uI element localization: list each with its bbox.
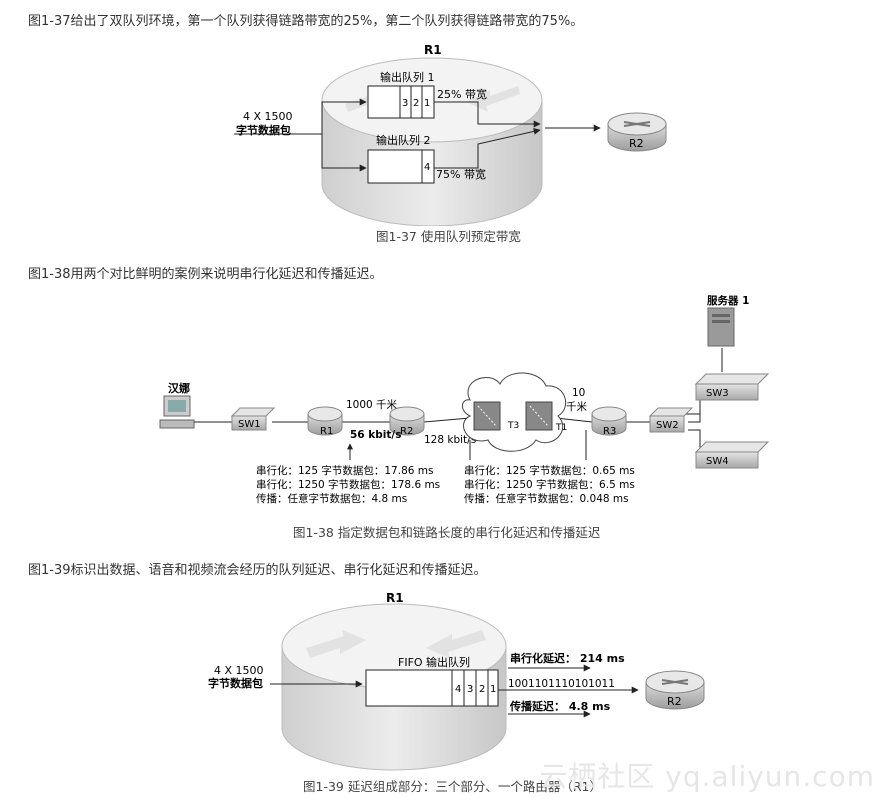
router-r2-label: R2 [629,137,644,150]
figure-1-37-caption: 图1-37 使用队列预定带宽 [376,229,521,244]
queue1-cell: 2 [413,98,419,109]
serialization-delay-label: 串行化延迟： 214 ms [510,651,625,665]
fifo-queue-cell: 1 [490,684,496,695]
router-r1-label: R1 [386,591,404,605]
stats-right-line: 串行化：1250 字节数据包：6.5 ms [464,478,635,491]
router-r2-label: R2 [667,695,682,708]
router-r1-icon [307,406,343,436]
router-r1-label: R1 [320,426,333,437]
queue1-label: 输出队列 1 [380,70,435,84]
distance-label-1000km: 1000 千米 [346,398,398,411]
figure-1-37: R1 4 X 1500 字节数据包 输出队列 1 3 2 1 25% 带宽 输出… [234,43,667,226]
figure-1-38-caption: 图1-38 指定数据包和链路长度的串行化延迟和传播延迟 [293,525,601,540]
intro-paragraph-fig39: 图1-39标识出数据、语音和视频流会经历的队列延迟、串行化延迟和传播延迟。 [28,563,487,578]
router-r3-label: R3 [603,426,616,437]
stats-right-line: 传播：任意字节数据包：0.048 ms [464,492,629,505]
switch-sw2-icon [648,407,694,433]
device-t1-label: T1 [555,423,567,433]
queue1-bandwidth: 25% 带宽 [437,87,487,101]
figure-1-38: 服务器 1 汉娜 SW1 R1 R2 1000 千米 56 kbit/s 128… [159,294,770,505]
switch-sw3-label: SW3 [706,388,729,399]
computer-icon [159,395,195,429]
distance-label-10-line1: 10 [572,387,585,399]
input-label-line1: 4 X 1500 [214,664,264,677]
queue2-box [367,149,435,184]
device-t1-icon [525,401,553,431]
router-r2-icon [389,406,425,436]
fifo-queue-label: FIFO 输出队列 [398,655,470,669]
device-t3-icon [473,401,501,431]
fifo-queue-cell: 4 [455,684,461,695]
stats-left-line: 传播：任意字节数据包：4.8 ms [256,492,407,505]
input-label-line1: 4 X 1500 [243,110,293,123]
input-label-line2: 字节数据包 [236,123,291,137]
switch-sw4-icon [694,441,770,469]
router-r1-label: R1 [424,43,442,57]
switch-sw4-label: SW4 [706,456,729,467]
queue1-cell: 1 [424,98,430,109]
link-speed-128k: 128 kbit/s [424,434,476,446]
switch-sw3-icon [694,373,770,401]
propagation-delay-label: 传播延迟： 4.8 ms [509,699,611,713]
queue2-label: 输出队列 2 [376,133,431,147]
stats-left-line: 串行化：1250 字节数据包：178.6 ms [256,478,440,491]
switch-sw1-icon [230,407,276,431]
server-icon [707,307,735,347]
queue1-box [367,85,435,119]
router-r2-icon [645,670,705,710]
distance-label-10-line2: 千米 [566,400,587,413]
server-label: 服务器 1 [707,294,749,307]
bitstream-label: 1001101110101011 [508,678,615,690]
router-r3-icon [591,406,627,436]
router-r2-label: R2 [400,426,413,437]
stats-right-line: 串行化：125 字节数据包：0.65 ms [464,464,635,477]
site-watermark: 云栖社区 yq.aliyun.com [539,760,875,793]
fifo-queue-cell: 2 [479,684,485,695]
link-speed-56k: 56 kbit/s [350,429,401,441]
fifo-queue-cell: 3 [467,684,473,695]
switch-sw1-label: SW1 [238,419,261,430]
input-label-line2: 字节数据包 [208,676,263,690]
host-label: 汉娜 [168,381,190,395]
intro-paragraph-fig38: 图1-38用两个对比鲜明的案例来说明串行化延迟和传播延迟。 [28,267,383,282]
switch-sw2-label: SW2 [656,420,679,431]
queue2-bandwidth: 75% 带宽 [436,167,486,181]
figure-1-39-caption: 图1-39 延迟组成部分：三个部分、一个路由器（R1） [303,779,602,794]
router-r2-icon [607,112,667,152]
cloud-shape [462,372,567,452]
device-t3-label: T3 [507,421,519,431]
intro-paragraph-fig37: 图1-37给出了双队列环境，第一个队列获得链路带宽的25%，第二个队列获得链路带… [28,14,584,29]
queue2-cell: 4 [424,162,430,173]
figure-1-39: R1 4 X 1500 字节数据包 FIFO 输出队列 4 3 2 1 串行化延… [208,591,705,771]
stats-left-line: 串行化：125 字节数据包：17.86 ms [256,464,433,477]
queue1-cell: 3 [402,98,408,109]
